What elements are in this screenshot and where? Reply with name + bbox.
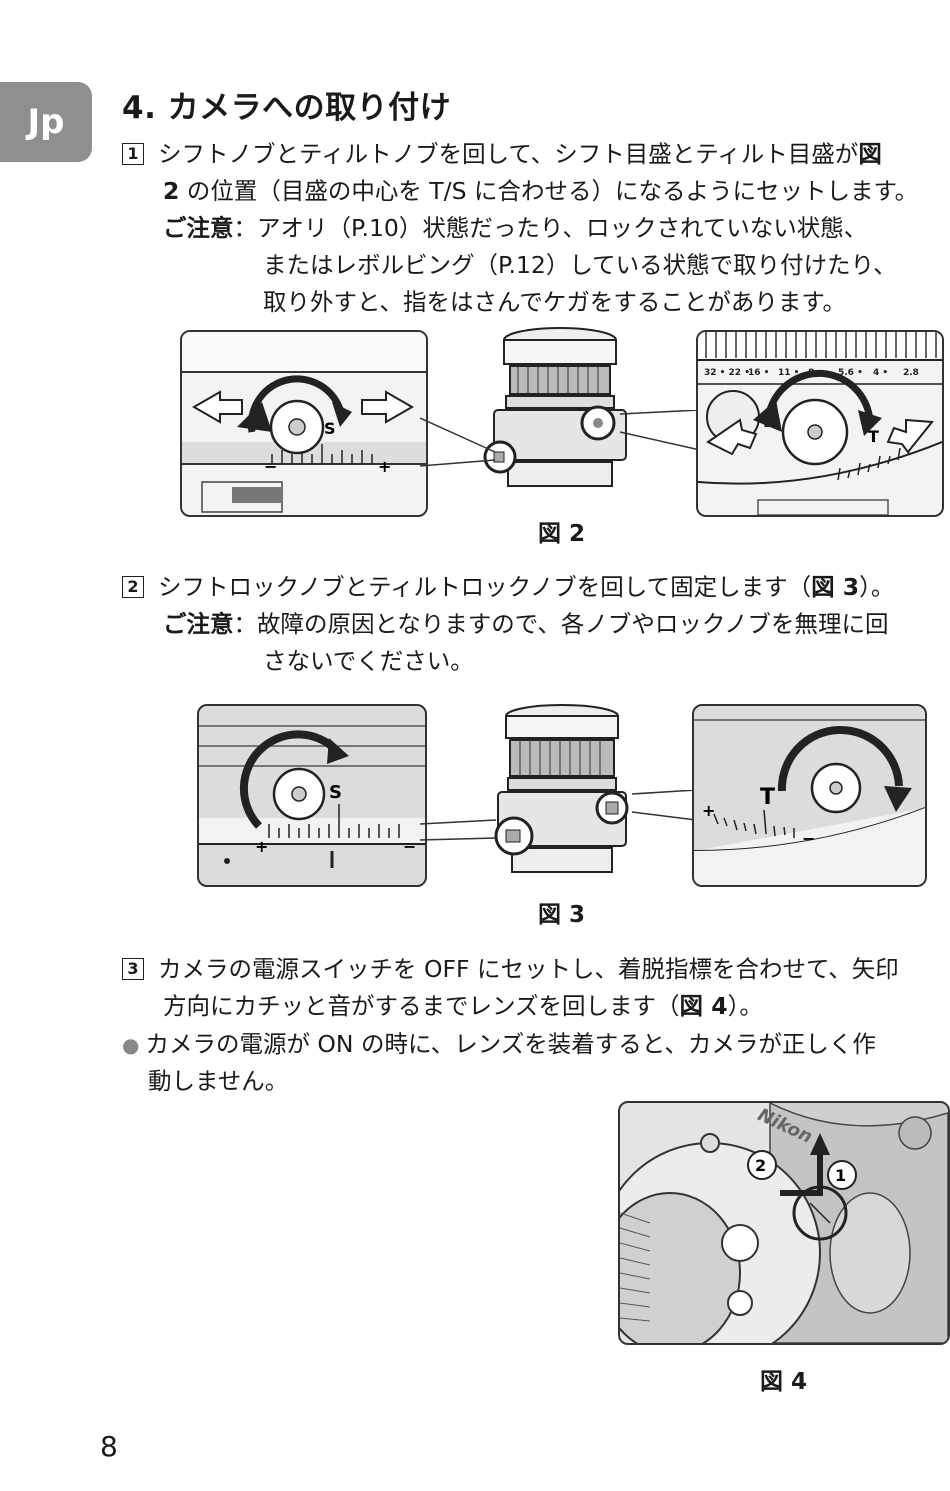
svg-text:−: − xyxy=(802,829,815,848)
step1-note: ご注意：アオリ（P.10）状態だったり、ロックされていない状態、 xyxy=(163,214,868,242)
svg-text:1: 1 xyxy=(835,1166,846,1185)
note-label: ご注意 xyxy=(163,610,234,638)
bullet-line1: ●カメラの電源が ON の時に、レンズを装着すると、カメラが正しく作 xyxy=(122,1030,876,1058)
fig2-leader-lines xyxy=(420,410,701,467)
step1-note-line3: 取り外すと、指をはさんでケガをすることがあります。 xyxy=(263,288,847,316)
fig4-caption: 図 4 xyxy=(760,1369,808,1395)
fig3-lens-illustration xyxy=(490,704,635,879)
fig2-lens-illustration xyxy=(480,326,630,511)
svg-text:2: 2 xyxy=(755,1156,766,1175)
svg-text:32 • 22 •: 32 • 22 • xyxy=(704,368,750,378)
bullet-icon: ● xyxy=(122,1033,140,1057)
svg-text:+: + xyxy=(255,837,268,856)
svg-text:T: T xyxy=(760,785,775,810)
step2-note: ご注意：故障の原因となりますので、各ノブやロックノブを無理に回 xyxy=(163,610,889,638)
svg-text:4 •: 4 • xyxy=(873,368,888,378)
bullet-line2: 動しません。 xyxy=(148,1067,289,1095)
step2-number: 2 xyxy=(122,576,144,598)
svg-text:S: S xyxy=(329,782,342,803)
svg-text:S: S xyxy=(324,419,336,438)
step2-note-line2: さないでください。 xyxy=(263,647,474,675)
fig4-mount-illustration: Nikon 1 2 xyxy=(618,1101,950,1345)
svg-text:−: − xyxy=(264,457,277,476)
svg-text:−: − xyxy=(403,837,416,856)
step1-note-line2: またはレボルビング（P.12）している状態で取り付けたり、 xyxy=(263,251,897,279)
svg-text:5.6 •: 5.6 • xyxy=(838,368,863,378)
fig3-tilt-lock-detail: + − T xyxy=(692,704,927,887)
section-title: 4. カメラへの取り付け xyxy=(122,90,452,126)
step3-number: 3 xyxy=(122,958,144,980)
step3-line2: 方向にカチッと音がするまでレンズを回します（図 4）。 xyxy=(163,992,763,1020)
step1-number: 1 xyxy=(122,143,144,165)
page-number: 8 xyxy=(100,1430,118,1463)
language-tab: Jp xyxy=(0,82,92,162)
fig3-caption: 図 3 xyxy=(538,902,586,928)
svg-text:T: T xyxy=(868,427,879,446)
svg-text:2.8: 2.8 xyxy=(903,368,919,378)
note-label: ご注意 xyxy=(163,214,234,242)
fig2-shift-detail: − + S xyxy=(180,330,428,517)
svg-text:+: + xyxy=(702,801,715,820)
fig2-caption: 図 2 xyxy=(538,521,586,547)
svg-text:+: + xyxy=(378,457,391,476)
svg-text:11 •: 11 • xyxy=(778,368,799,378)
fig3-leader-lines xyxy=(420,790,697,841)
fig2-tilt-detail: 32 • 22 • 16 • 11 • 8 • 5.6 • 4 • 2.8 T xyxy=(696,330,944,517)
step1-line2: 2 の位置（目盛の中心を T/S に合わせる）になるようにセットします。 xyxy=(163,177,919,205)
fig3-shift-lock-detail: + − S xyxy=(197,704,427,887)
svg-text:16 •: 16 • xyxy=(748,368,769,378)
